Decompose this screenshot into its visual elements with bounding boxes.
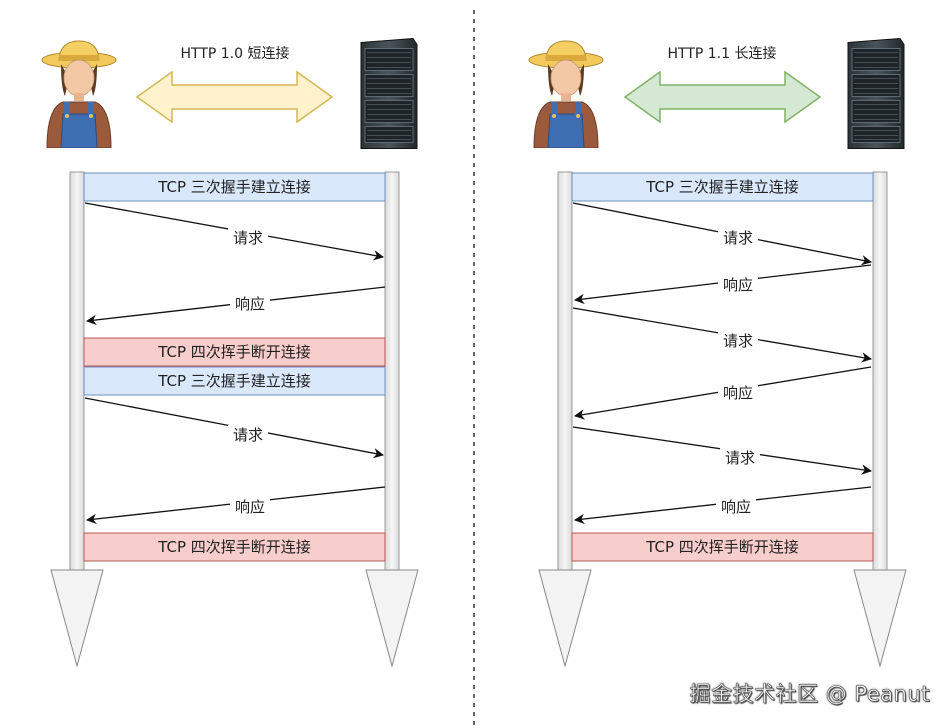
left-panel: HTTP 1.0 短连接 TCP 三次握手建立连接 请求 响应 TCP 四次挥 — [41, 37, 419, 668]
left-title: HTTP 1.0 短连接 — [181, 45, 290, 62]
right-request-1: 请求 — [572, 202, 873, 266]
left-close-block-2: TCP 四次挥手断开连接 — [83, 532, 386, 562]
left-close-block-1: TCP 四次挥手断开连接 — [83, 337, 386, 367]
right-server-lane — [853, 171, 907, 668]
right-client-lane — [538, 171, 592, 668]
svg-text:TCP 四次挥手断开连接: TCP 四次挥手断开连接 — [157, 343, 311, 361]
right-response-2: 响应 — [573, 366, 872, 420]
left-connect-block-2: TCP 三次握手建立连接 — [83, 366, 386, 396]
watermark: 掘金技术社区 @ Peanut — [689, 682, 930, 707]
svg-text:TCP 四次挥手断开连接: TCP 四次挥手断开连接 — [157, 538, 311, 556]
right-response-1: 响应 — [573, 264, 872, 305]
left-response-2: 响应 — [85, 486, 386, 525]
left-request-1: 请求 — [84, 202, 385, 261]
left-client-icon — [41, 40, 117, 148]
right-client-icon — [528, 40, 604, 148]
right-response-3: 响应 — [573, 486, 872, 525]
right-panel: HTTP 1.1 长连接 TCP 三次握手建立连接 请求 响应 请求 — [528, 37, 907, 668]
svg-text:请求: 请求 — [723, 332, 753, 350]
svg-text:响应: 响应 — [235, 295, 265, 313]
svg-text:响应: 响应 — [235, 498, 265, 516]
left-server-icon — [360, 37, 418, 150]
right-connect-block: TCP 三次握手建立连接 — [571, 172, 874, 202]
right-request-2: 请求 — [572, 307, 873, 363]
left-response-1: 响应 — [85, 286, 386, 326]
right-title: HTTP 1.1 长连接 — [668, 45, 777, 62]
svg-text:TCP 四次挥手断开连接: TCP 四次挥手断开连接 — [645, 538, 799, 556]
left-server-lane — [365, 171, 419, 668]
svg-text:响应: 响应 — [723, 276, 753, 294]
svg-text:TCP 三次握手建立连接: TCP 三次握手建立连接 — [645, 178, 799, 196]
left-request-2: 请求 — [84, 397, 385, 459]
right-server-icon — [847, 37, 905, 150]
left-double-arrow — [135, 70, 334, 124]
svg-text:请求: 请求 — [233, 229, 263, 247]
left-client-lane — [50, 171, 104, 668]
svg-text:请求: 请求 — [233, 426, 263, 444]
svg-text:响应: 响应 — [721, 498, 751, 516]
right-request-3: 请求 — [572, 426, 873, 475]
svg-text:请求: 请求 — [725, 449, 755, 467]
right-double-arrow — [623, 70, 822, 124]
svg-text:响应: 响应 — [723, 384, 753, 402]
right-close-block: TCP 四次挥手断开连接 — [571, 532, 874, 562]
svg-text:请求: 请求 — [723, 229, 753, 247]
svg-text:TCP 三次握手建立连接: TCP 三次握手建立连接 — [157, 372, 311, 390]
svg-text:TCP 三次握手建立连接: TCP 三次握手建立连接 — [157, 178, 311, 196]
left-connect-block-1: TCP 三次握手建立连接 — [83, 172, 386, 202]
